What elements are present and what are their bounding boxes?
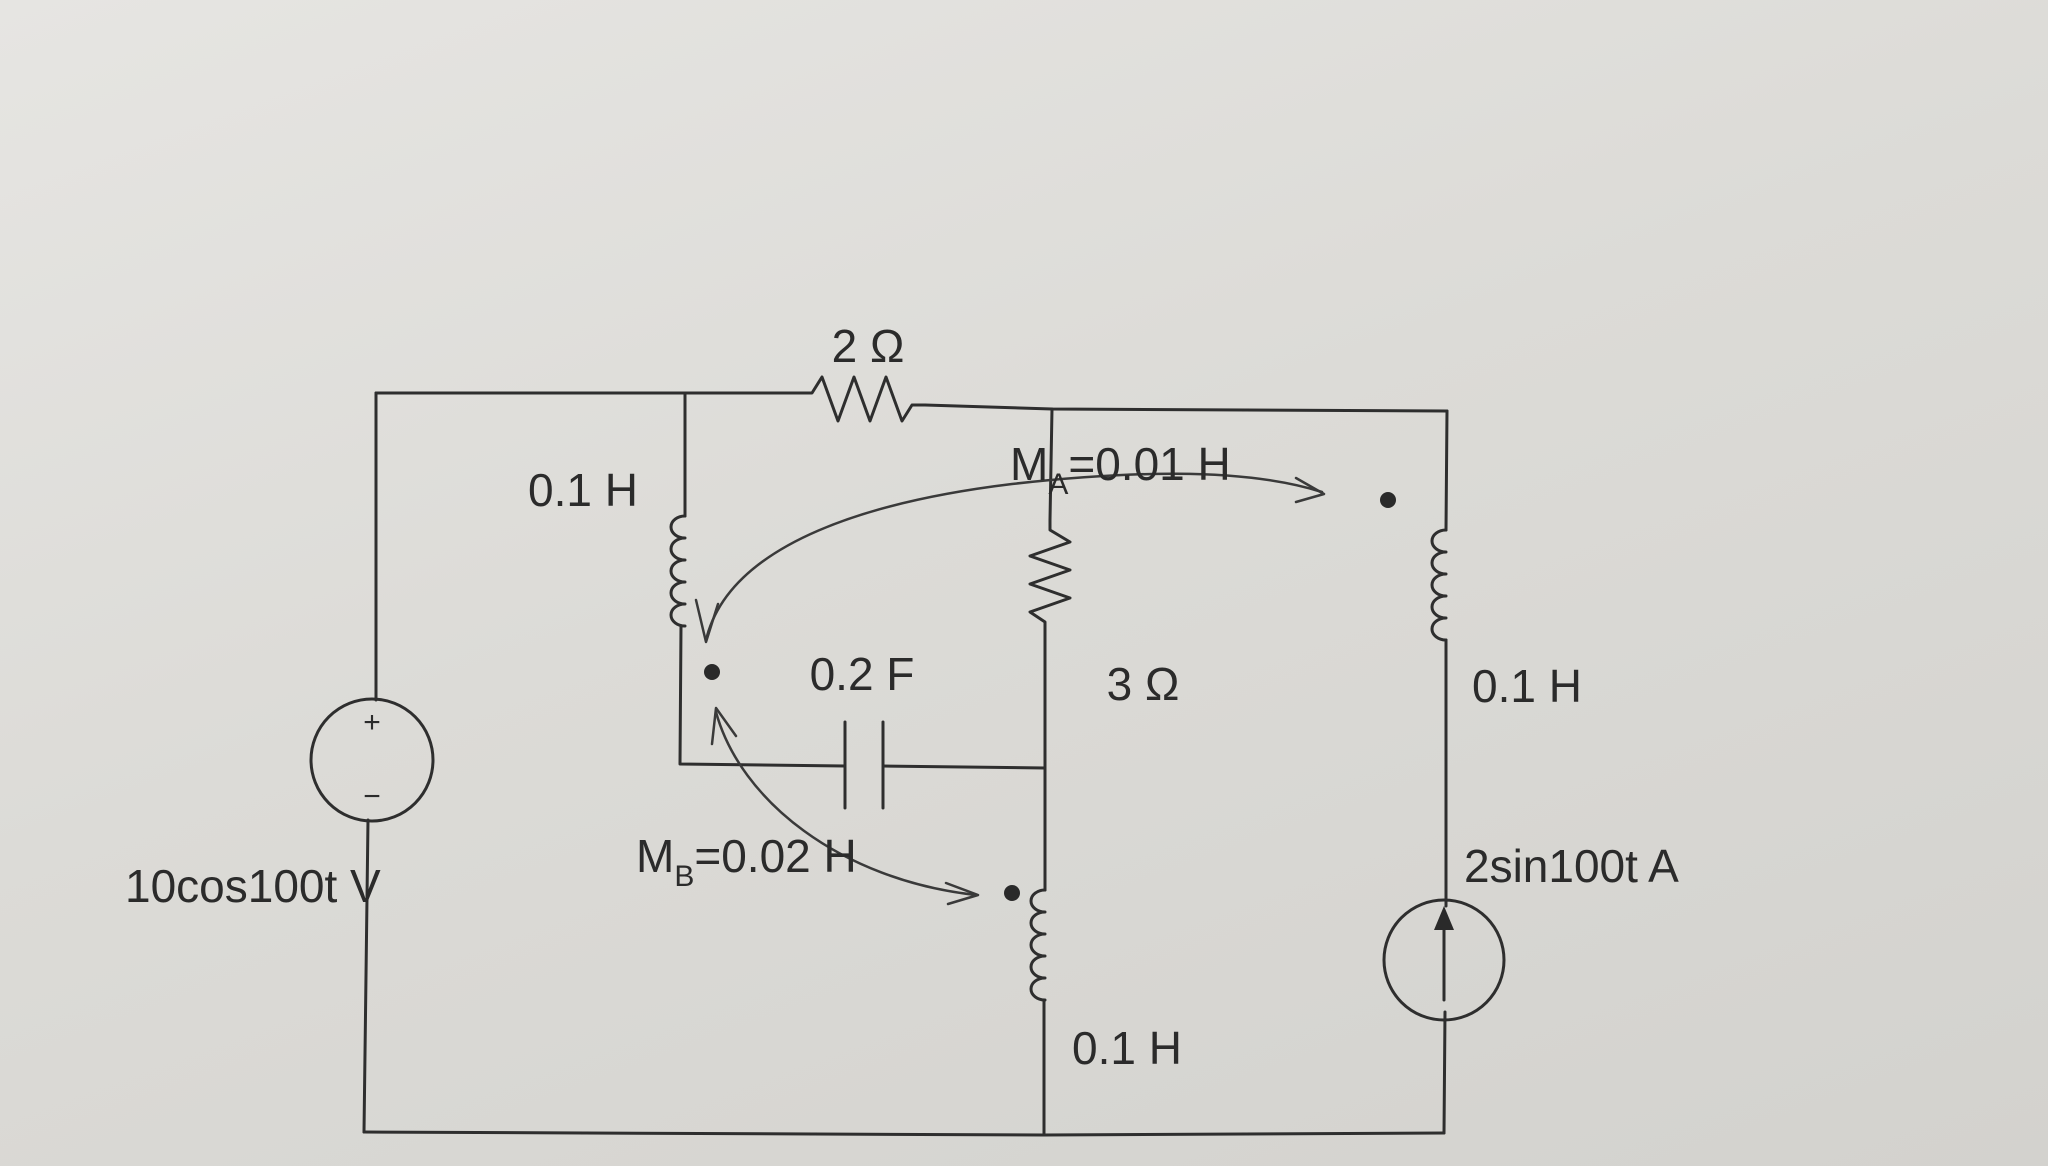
polarity-dot-bottom [1004,885,1020,901]
label-l-right: 0.1 H [1472,660,1582,712]
capacitor [843,720,885,810]
minus-sign: − [363,780,381,813]
coupling-arrow-b-head [944,881,980,906]
coupling-arrow-a [704,472,1324,642]
label-r-top: 2 Ω [832,320,905,372]
mutual-coupling-arrows [694,472,1326,906]
inductor-left [669,514,687,628]
current-source [1382,898,1506,1022]
label-voltage-source: 10cos100t V [125,860,381,912]
voltage-source: + − [309,697,435,823]
wire-top-right [923,403,1449,413]
label-r-mid: 3 Ω [1107,658,1180,710]
wire-bottom [362,1130,1446,1137]
inductor-right [1430,528,1448,642]
wire-left-bottom [362,818,370,1134]
resistor-3ohm [1028,518,1072,630]
wires [362,391,1449,1137]
polarity-dot-left [704,664,720,680]
label-l-bottom: 0.1 H [1072,1022,1182,1074]
coupling-arrow-b [714,710,978,897]
label-capacitor: 0.2 F [810,648,915,700]
circle-up-arrow-icon [1382,898,1506,1022]
inductor-bottom [1029,888,1047,1002]
label-current-source: 2sin100t A [1464,840,1679,892]
coupling-arrow-a-head [1294,476,1326,504]
label-l-left: 0.1 H [528,464,638,516]
circle-plus-minus-icon [309,697,435,823]
label-mutual-b: MB=0.02 H [636,830,857,893]
coupling-arrow-a-tail [694,598,720,644]
polarity-dot-right [1380,492,1396,508]
wire-l-left-bottom [678,624,847,768]
wire-right-bottom [1442,1010,1447,1135]
wire-cap-right [881,764,1047,770]
plus-sign: + [363,706,381,739]
coupling-arrow-b-tail [710,706,738,746]
resistor-2ohm [798,375,927,423]
wire-mid-top [1048,407,1054,522]
wire-right-top [1444,409,1449,532]
label-mutual-a: MA=0.01 H [1010,438,1231,501]
